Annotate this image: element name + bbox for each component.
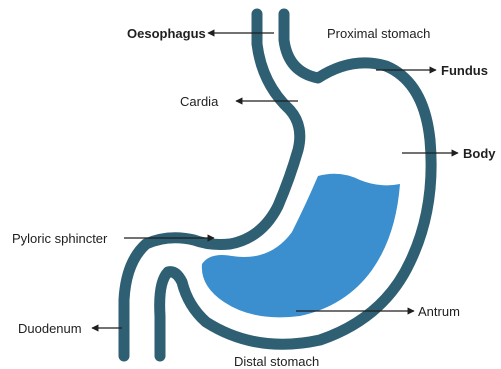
label-proximal-stomach: Proximal stomach	[327, 26, 430, 41]
label-pyloric-sphincter: Pyloric sphincter	[12, 231, 108, 246]
stomach-shape	[124, 14, 431, 356]
label-antrum: Antrum	[418, 304, 460, 319]
label-oesophagus: Oesophagus	[127, 26, 206, 41]
label-distal-stomach: Distal stomach	[234, 354, 319, 369]
label-body: Body	[463, 146, 496, 161]
label-cardia: Cardia	[180, 94, 219, 109]
label-fundus: Fundus	[441, 63, 488, 78]
label-duodenum: Duodenum	[18, 321, 82, 336]
